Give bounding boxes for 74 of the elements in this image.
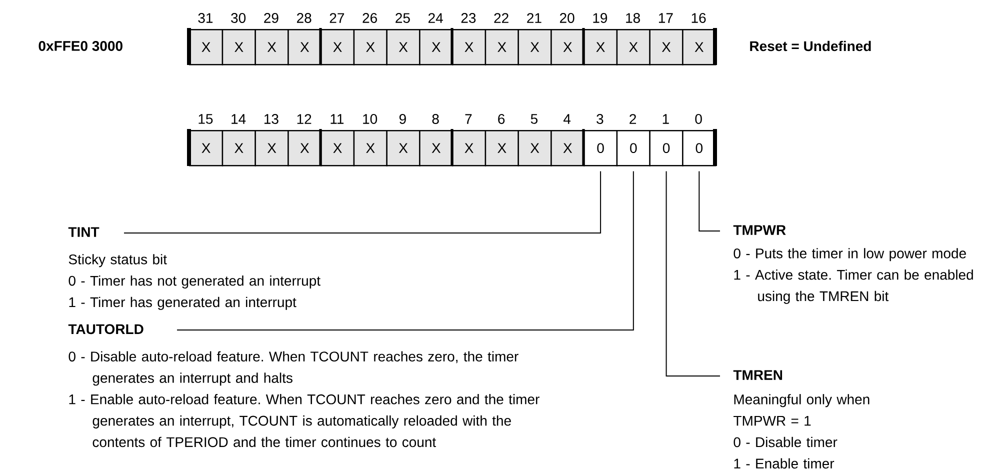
bit-cell: X bbox=[353, 130, 388, 166]
register-label: Reset = Undefined bbox=[750, 40, 871, 52]
field-description: TMREN Meaningful only when TMPWR = 1 0 - Disable timer 1 - Enable timer bbox=[733, 370, 870, 469]
bit-cell: X bbox=[550, 130, 585, 166]
leader-line bbox=[698, 170, 720, 232]
bit-number: 2 bbox=[630, 114, 636, 124]
bit-cell: X bbox=[353, 29, 388, 66]
bit-number: 8 bbox=[432, 114, 439, 124]
bit-cell: X bbox=[419, 29, 454, 66]
bit-number: 4 bbox=[563, 114, 571, 124]
bit-number: 10 bbox=[363, 114, 378, 124]
bit-number: 26 bbox=[362, 13, 377, 23]
bit-number: 31 bbox=[198, 13, 213, 23]
bit-number: 16 bbox=[692, 13, 706, 23]
bit-number: 13 bbox=[264, 114, 278, 124]
bit-number: 23 bbox=[461, 13, 476, 23]
bit-number: 5 bbox=[530, 114, 538, 124]
bit-number: 25 bbox=[396, 13, 410, 23]
bit-cell: X bbox=[189, 130, 224, 166]
bit-number: 12 bbox=[297, 114, 312, 124]
bit-cell: X bbox=[550, 29, 585, 66]
field-description: TMPWR 0 - Puts the timer in low power mode 1 - Active state. Timer can be enabled using the TMREN bit bbox=[733, 225, 973, 304]
bit-cell: X bbox=[288, 29, 322, 66]
bit-cell: X bbox=[222, 29, 256, 66]
bit-number: 30 bbox=[231, 13, 246, 23]
bit-cell: X bbox=[386, 130, 420, 166]
leader-line bbox=[666, 170, 720, 376]
bit-number: 20 bbox=[560, 13, 574, 23]
bit-cell: X bbox=[452, 29, 486, 66]
bit-cell: X bbox=[518, 29, 552, 66]
bit-cell: X bbox=[484, 130, 519, 166]
bit-cell: X bbox=[452, 130, 486, 166]
bit-cell: 0 bbox=[584, 130, 618, 166]
bit-number: 29 bbox=[264, 13, 278, 23]
bit-number: 19 bbox=[593, 13, 608, 23]
bit-cell: X bbox=[222, 130, 256, 166]
bit-cell: X bbox=[484, 29, 519, 66]
bit-cell: X bbox=[518, 130, 552, 166]
bit-cell: X bbox=[649, 29, 684, 66]
leader-line bbox=[124, 170, 602, 234]
register-label: 0xFFE0 3000 bbox=[38, 41, 122, 51]
bit-number: 17 bbox=[658, 13, 673, 23]
bit-number: 15 bbox=[198, 114, 213, 124]
bit-cell: X bbox=[288, 130, 322, 166]
field-description: TAUTORLD 0 - Disable auto-reload feature. When TCOUNT reaches zero, the timer generates an interrupt and halts 1 - Enable auto-reload feature. When TCOUNT reaches zero and the timer generates an interrupt, TCOUNT is automatically reloaded with the contents of TPERIOD and the timer continues to count bbox=[68, 324, 540, 448]
bit-cell: X bbox=[254, 29, 289, 66]
bit-number: 3 bbox=[596, 114, 604, 124]
bit-cell: 0 bbox=[682, 130, 716, 166]
bit-number: 11 bbox=[330, 114, 344, 124]
bit-cell: X bbox=[320, 29, 355, 66]
bit-number: 22 bbox=[494, 13, 508, 23]
bit-number: 6 bbox=[498, 114, 505, 124]
bit-number: 0 bbox=[695, 114, 702, 124]
bit-cell: X bbox=[254, 130, 289, 166]
bit-number: 18 bbox=[626, 13, 640, 23]
bit-cell: X bbox=[386, 29, 420, 66]
bit-cell: X bbox=[584, 29, 618, 66]
field-description: TINT Sticky status bit 0 - Timer has not generated an interrupt 1 - Timer has generated an interrupt bbox=[68, 227, 320, 310]
bit-number: 27 bbox=[330, 13, 344, 23]
bit-cell: 0 bbox=[649, 130, 684, 166]
bit-cell: X bbox=[616, 29, 650, 66]
bit-cell: 0 bbox=[616, 130, 650, 166]
bit-number: 7 bbox=[465, 114, 472, 124]
bit-cell: X bbox=[682, 29, 716, 66]
bit-number: 24 bbox=[428, 13, 443, 23]
bit-number: 1 bbox=[662, 114, 669, 124]
bit-number: 9 bbox=[399, 114, 406, 124]
bit-cell: X bbox=[189, 29, 224, 66]
bit-cell: X bbox=[419, 130, 454, 166]
leader-line bbox=[176, 170, 634, 330]
bit-number: 28 bbox=[297, 13, 312, 23]
bit-number: 14 bbox=[232, 114, 246, 124]
bit-number: 21 bbox=[527, 13, 542, 23]
bit-cell: X bbox=[320, 130, 355, 166]
